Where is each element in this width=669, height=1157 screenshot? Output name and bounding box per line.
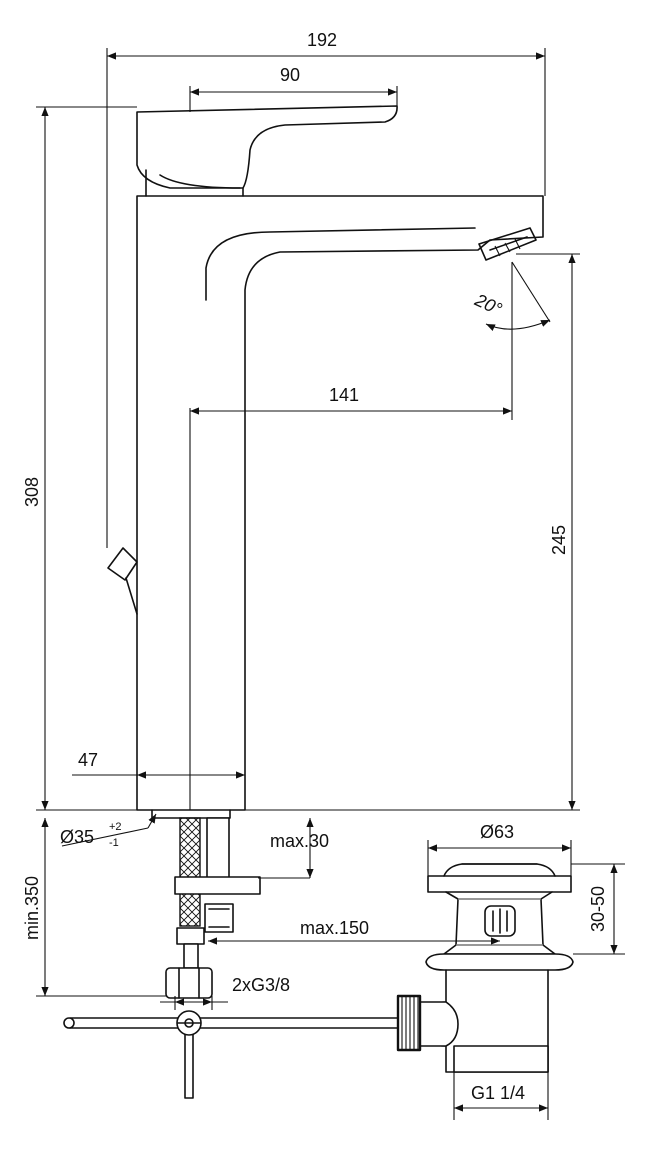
waste-tail bbox=[453, 1045, 549, 1073]
dim-max-deck-thickness: max.30 bbox=[270, 831, 329, 851]
dim-spout-reach: 141 bbox=[329, 385, 359, 405]
dim-lever-length: 90 bbox=[280, 65, 300, 85]
popup-rod-vertical bbox=[184, 1027, 194, 1099]
dim-drain-thread: G1 1/4 bbox=[471, 1083, 525, 1103]
knurled-coupling bbox=[396, 994, 422, 1052]
popup-rod-horizontal bbox=[69, 1017, 399, 1029]
aerator bbox=[478, 227, 537, 261]
dim-connection-thread: 2xG3/8 bbox=[232, 975, 290, 995]
dim-min-hose-length: min.350 bbox=[22, 876, 42, 940]
spout-inner-line bbox=[205, 227, 476, 301]
dim-plug-height: 30-50 bbox=[588, 886, 608, 932]
connection-nut bbox=[165, 967, 213, 999]
popup-rod-knob bbox=[107, 547, 138, 615]
faucet-column bbox=[136, 195, 544, 811]
dim-plug-diameter: Ø63 bbox=[480, 822, 514, 842]
dimension-lines bbox=[36, 48, 625, 1120]
dim-swivel-angle: 20° bbox=[471, 289, 505, 319]
threaded-shank bbox=[206, 817, 230, 881]
dim-max-drain-distance: max.150 bbox=[300, 918, 369, 938]
dim-overall-width: 192 bbox=[307, 30, 337, 50]
waste-flange bbox=[425, 953, 574, 971]
dim-hole-tolerance-lower: -1 bbox=[109, 837, 119, 849]
dim-base-width: 47 bbox=[78, 750, 98, 770]
popup-waste bbox=[396, 863, 574, 1073]
connection-hoses bbox=[63, 817, 399, 1099]
fixing-plate bbox=[174, 876, 261, 895]
dim-overall-height: 308 bbox=[22, 477, 42, 507]
faucet-base bbox=[151, 809, 231, 819]
dim-hole-tolerance-upper: +2 bbox=[109, 821, 122, 833]
lever-handle bbox=[136, 105, 398, 189]
waste-plug-cap bbox=[427, 875, 572, 893]
dim-hole-diameter: Ø35 bbox=[60, 827, 94, 847]
faucet-body bbox=[107, 105, 544, 819]
supply-hose-braided bbox=[179, 817, 201, 927]
dim-spout-height: 245 bbox=[549, 525, 569, 555]
